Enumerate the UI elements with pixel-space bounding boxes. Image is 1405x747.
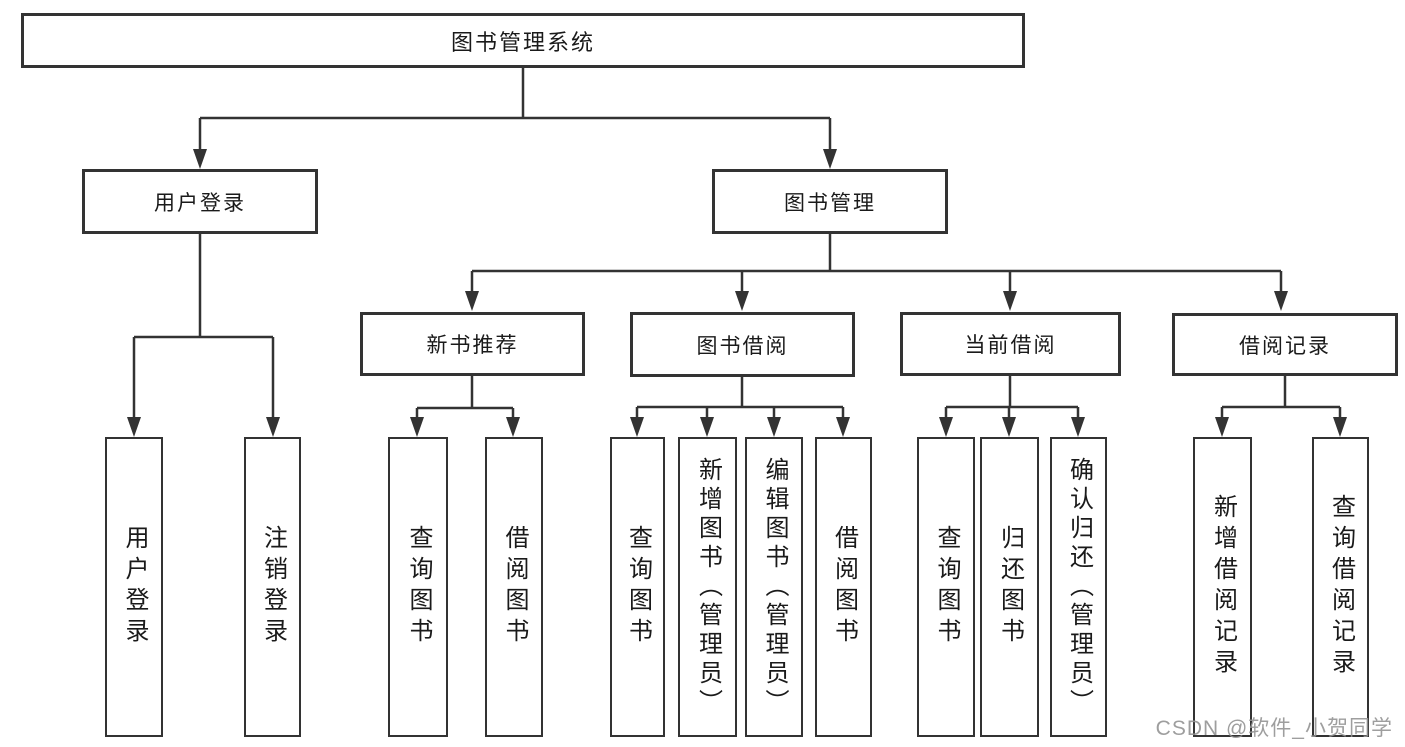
- leaf-newbook-query-label: 查询图书: [405, 525, 432, 649]
- connector-user-login-children: [127, 234, 280, 437]
- leaf-borrow-add-label: 新增图书（管理员）: [694, 456, 722, 718]
- csdn-watermark: CSDN @软件_小贺同学: [1155, 717, 1393, 740]
- node-root-label: 图书管理系统: [450, 29, 595, 55]
- leaf-current-query-label: 查询图书: [933, 525, 960, 649]
- leaf-borrow-borrow-label: 借阅图书: [830, 525, 858, 649]
- node-book-borrow-label: 图书借阅: [696, 334, 789, 358]
- leaf-newbook-query: 查询图书: [388, 437, 448, 737]
- leaf-newbook-borrow-label: 借阅图书: [501, 525, 528, 649]
- leaf-borrow-borrow: 借阅图书: [815, 437, 872, 737]
- leaf-borrow-edit-label: 编辑图书（管理员）: [761, 456, 788, 718]
- connector-new-book-children: [410, 376, 520, 437]
- node-new-book-rec-label: 新书推荐: [426, 334, 519, 357]
- leaf-current-confirm-label: 确认归还（管理员）: [1065, 456, 1093, 718]
- leaf-borrow-add: 新增图书（管理员）: [678, 437, 737, 737]
- connector-current-borrow-children: [939, 376, 1085, 437]
- leaf-newbook-borrow: 借阅图书: [485, 437, 543, 737]
- leaf-current-query: 查询图书: [917, 437, 975, 737]
- leaf-borrow-edit: 编辑图书（管理员）: [745, 437, 803, 737]
- node-book-borrow: 图书借阅: [630, 312, 855, 377]
- node-book-mgmt-label: 图书管理: [784, 191, 876, 215]
- leaf-current-confirm: 确认归还（管理员）: [1050, 437, 1107, 737]
- leaf-borrow-query-label: 查询图书: [624, 525, 652, 649]
- node-book-mgmt: 图书管理: [712, 169, 948, 234]
- leaf-records-add-label: 新增借阅记录: [1209, 494, 1237, 680]
- leaf-logout-label: 注销登录: [259, 525, 287, 649]
- connector-root-to-level2: [193, 68, 837, 169]
- leaf-records-query-label: 查询借阅记录: [1327, 494, 1355, 680]
- node-current-borrow-label: 当前借阅: [964, 334, 1057, 357]
- leaf-user-login-label: 用户登录: [121, 525, 148, 649]
- node-current-borrow: 当前借阅: [900, 312, 1121, 376]
- node-new-book-rec: 新书推荐: [360, 312, 585, 376]
- node-borrow-records: 借阅记录: [1172, 313, 1398, 376]
- connector-borrow-records-children: [1215, 376, 1347, 437]
- leaf-records-add: 新增借阅记录: [1193, 437, 1252, 737]
- leaf-borrow-query: 查询图书: [610, 437, 665, 737]
- connector-book-mgmt-children: [465, 234, 1288, 311]
- leaf-logout: 注销登录: [244, 437, 301, 737]
- node-user-login: 用户登录: [82, 169, 318, 234]
- leaf-current-return-label: 归还图书: [996, 525, 1024, 649]
- node-borrow-records-label: 借阅记录: [1239, 334, 1331, 358]
- connector-book-borrow-children: [630, 376, 850, 437]
- node-root: 图书管理系统: [21, 13, 1025, 68]
- node-user-login-label: 用户登录: [154, 191, 246, 215]
- leaf-current-return: 归还图书: [980, 437, 1039, 737]
- leaf-user-login: 用户登录: [105, 437, 163, 737]
- leaf-records-query: 查询借阅记录: [1312, 437, 1369, 737]
